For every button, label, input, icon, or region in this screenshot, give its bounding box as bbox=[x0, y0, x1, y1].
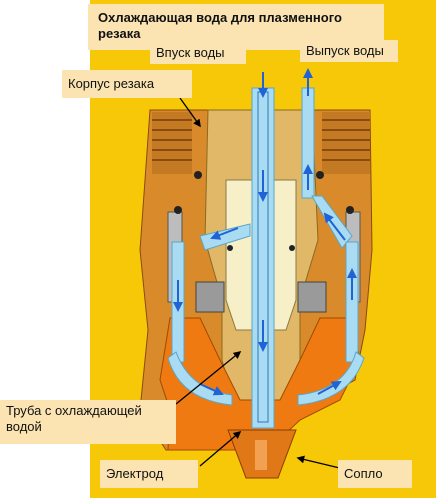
coolant-tube-label: Труба с охлаждающей водой bbox=[0, 400, 176, 444]
flow-arrows bbox=[173, 68, 357, 396]
left-steel-block bbox=[195, 281, 225, 313]
water-inlet-label: Впуск воды bbox=[150, 42, 246, 64]
electrode-label: Электрод bbox=[100, 460, 198, 488]
left-collar bbox=[152, 112, 192, 174]
right-collar bbox=[322, 112, 370, 174]
torch-body-label: Корпус резака bbox=[62, 70, 192, 98]
water-outlet-label: Выпуск воды bbox=[300, 40, 398, 62]
right-steel-block bbox=[297, 281, 327, 313]
nozzle-label: Сопло bbox=[338, 460, 412, 488]
